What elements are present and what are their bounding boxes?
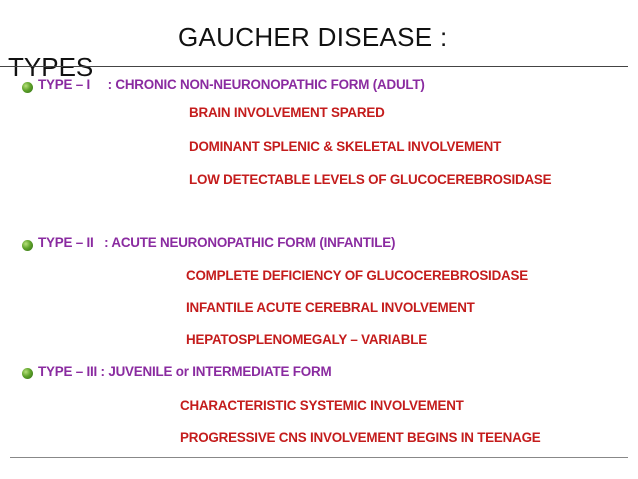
type-1-heading: TYPE – I : CHRONIC NON-NEURONOPATHIC FOR… (38, 77, 425, 92)
bullet-icon (22, 240, 33, 251)
type-1-point-3: LOW DETECTABLE LEVELS OF GLUCOCEREBROSID… (189, 172, 552, 187)
type-3-heading: TYPE – III : JUVENILE or INTERMEDIATE FO… (38, 364, 332, 379)
slide-title: GAUCHER DISEASE : (178, 22, 448, 52)
bullet-icon (22, 82, 33, 93)
top-divider (0, 66, 628, 67)
type-1-point-2: DOMINANT SPLENIC & SKELETAL INVOLVEMENT (189, 139, 502, 154)
type-2-point-3: HEPATOSPLENOMEGALY – VARIABLE (186, 332, 427, 347)
type-2-point-2: INFANTILE ACUTE CEREBRAL INVOLVEMENT (186, 300, 475, 315)
type-2-heading: TYPE – II : ACUTE NEURONOPATHIC FORM (IN… (38, 235, 396, 250)
bullet-icon (22, 368, 33, 379)
types-label: TYPES (8, 52, 94, 82)
type-3-point-2: PROGRESSIVE CNS INVOLVEMENT BEGINS IN TE… (180, 430, 541, 445)
type-3-point-1: CHARACTERISTIC SYSTEMIC INVOLVEMENT (180, 398, 464, 413)
type-1-point-1: BRAIN INVOLVEMENT SPARED (189, 105, 385, 120)
bottom-divider (10, 457, 628, 458)
type-2-point-1: COMPLETE DEFICIENCY OF GLUCOCEREBROSIDAS… (186, 268, 528, 283)
